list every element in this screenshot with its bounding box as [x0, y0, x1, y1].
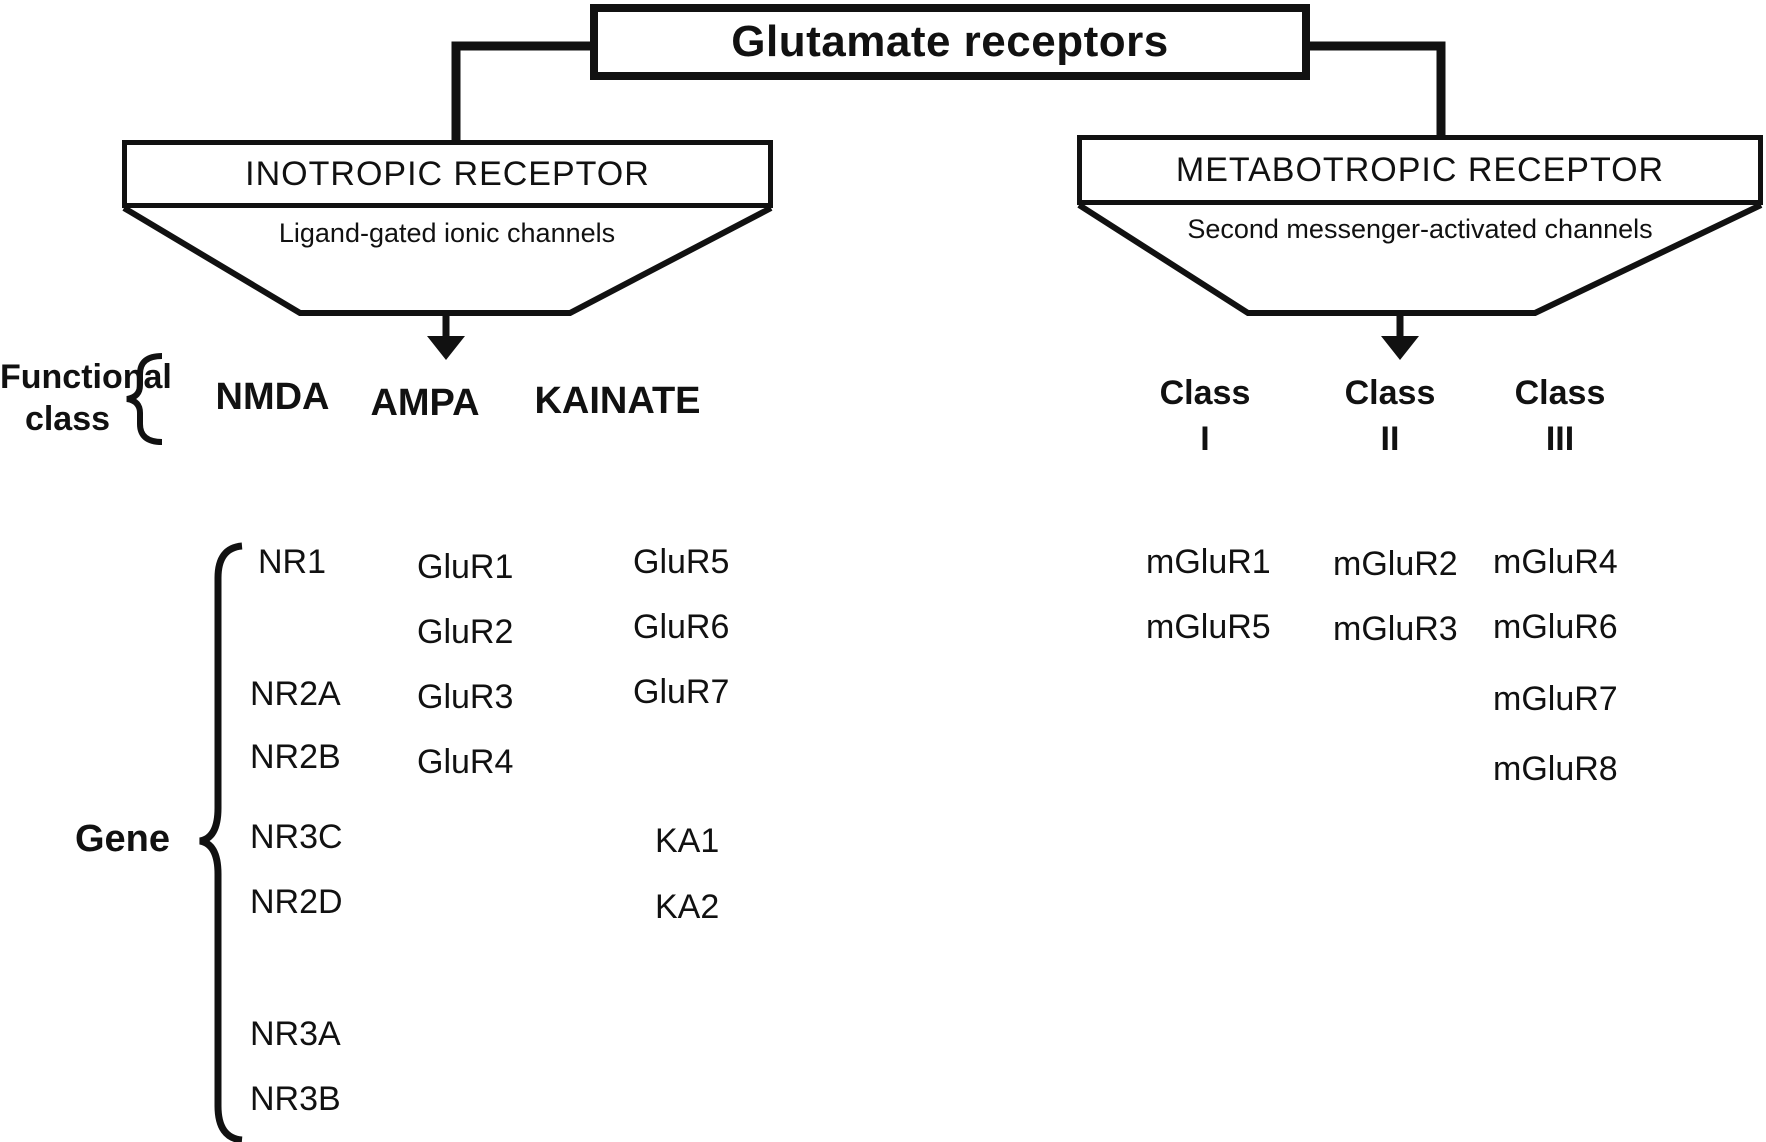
metabotropic-class-1-header: Class I: [1140, 370, 1270, 462]
gene-mglur4: mGluR4: [1493, 543, 1618, 581]
gene-mglur6: mGluR6: [1493, 608, 1618, 646]
gene-mglur7: mGluR7: [1493, 680, 1618, 718]
gene-nr2d: NR2D: [250, 883, 343, 921]
class-3-numeral: III: [1545, 420, 1575, 458]
gene-mglur8: mGluR8: [1493, 750, 1618, 788]
gene-ka1: KA1: [655, 822, 720, 860]
gene-glur4: GluR4: [417, 743, 514, 781]
functional-class-label-line1: Functional: [0, 358, 172, 396]
metabotropic-receptor-box: METABOTROPIC RECEPTOR: [1077, 135, 1763, 205]
down-arrow-left-icon: [427, 336, 465, 360]
class-1-numeral: I: [1200, 420, 1210, 458]
gene-glur7: GluR7: [633, 673, 730, 711]
gene-mglur2: mGluR2: [1333, 545, 1458, 583]
class-1-word: Class: [1159, 374, 1251, 412]
class-2-word: Class: [1344, 374, 1436, 412]
connector-root-left: [451, 41, 590, 140]
inotropic-receptor-subtitle: Ligand-gated ionic channels: [278, 218, 616, 248]
metabotropic-receptor-subtitle: Second messenger-activated channels: [1187, 214, 1653, 244]
gene-glur5: GluR5: [633, 543, 730, 581]
metabotropic-class-2-header: Class II: [1325, 370, 1455, 462]
down-arrow-right-icon: [1381, 336, 1419, 360]
class-2-numeral: II: [1380, 420, 1400, 458]
class-3-word: Class: [1514, 374, 1606, 412]
root-title: Glutamate receptors: [731, 17, 1169, 66]
gene-glur6: GluR6: [633, 608, 730, 646]
functional-class-ampa: AMPA: [370, 382, 480, 424]
connector-root-right: [1310, 41, 1446, 135]
functional-class-label-line2: class: [24, 400, 111, 438]
gene-mglur3: mGluR3: [1333, 610, 1458, 648]
gene-mglur5: mGluR5: [1146, 608, 1271, 646]
metabotropic-receptor-title: METABOTROPIC RECEPTOR: [1175, 150, 1665, 189]
gene-nr3a: NR3A: [250, 1015, 341, 1053]
gene-nr3b: NR3B: [250, 1080, 341, 1118]
functional-class-nmda: NMDA: [215, 376, 330, 418]
gene-nr1: NR1: [258, 543, 327, 581]
functional-class-kainate: KAINATE: [534, 380, 701, 422]
gene-brace: [199, 542, 243, 1142]
gene-nr3c: NR3C: [250, 818, 343, 856]
inotropic-receptor-title: INOTROPIC RECEPTOR: [245, 154, 650, 193]
metabotropic-class-3-header: Class III: [1495, 370, 1625, 462]
functional-class-label: Functional class: [0, 356, 172, 440]
gene-glur2: GluR2: [417, 613, 514, 651]
inotropic-receptor-box: INOTROPIC RECEPTOR: [122, 140, 773, 208]
gene-mglur1: mGluR1: [1146, 543, 1271, 581]
gene-ka2: KA2: [655, 888, 720, 926]
gene-glur1: GluR1: [417, 548, 514, 586]
root-node-glutamate-receptors: Glutamate receptors: [590, 4, 1310, 80]
gene-glur3: GluR3: [417, 678, 514, 716]
gene-nr2b: NR2B: [250, 738, 341, 776]
gene-nr2a: NR2A: [250, 675, 341, 713]
gene-label: Gene: [74, 818, 171, 860]
